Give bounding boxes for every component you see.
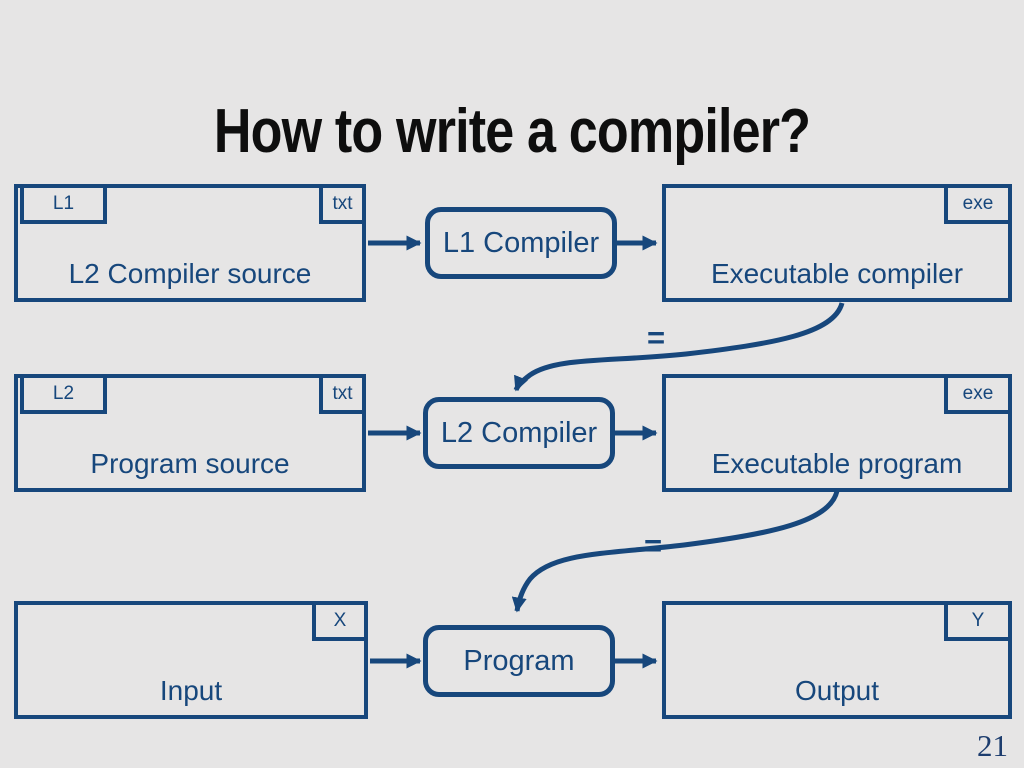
process-label: L2 Compiler <box>440 416 598 449</box>
tab-label: txt <box>332 193 353 214</box>
equals-sign-2: = <box>643 528 663 563</box>
box-l2-compiler-source: L1 txt L2 Compiler source <box>14 184 366 302</box>
tab-language-l1: L1 <box>20 184 107 224</box>
tab-format-txt: txt <box>319 374 366 414</box>
slide-title: How to write a compiler? <box>213 97 811 166</box>
process-label: L1 Compiler <box>442 226 600 259</box>
tab-format-txt: txt <box>319 184 366 224</box>
box-l2-compiler: L2 Compiler <box>423 397 615 469</box>
box-input: X Input <box>14 601 368 719</box>
tab-label: exe <box>962 193 994 214</box>
box-label: Input <box>159 675 223 706</box>
slide-page-number: 21 <box>977 728 1008 763</box>
arrow-executable-program-equals-program <box>511 490 840 613</box>
box-label: Output <box>794 675 880 706</box>
tab-format-exe: exe <box>944 184 1012 224</box>
tab-format-y: Y <box>944 601 1012 641</box>
tab-format-exe: exe <box>944 374 1012 414</box>
box-executable-program: exe Executable program <box>662 374 1012 492</box>
box-label: Executable compiler <box>710 258 964 289</box>
box-label: Executable program <box>711 448 963 479</box>
box-program: Program <box>423 625 615 697</box>
tab-format-x: X <box>312 601 368 641</box>
box-executable-compiler: exe Executable compiler <box>662 184 1012 302</box>
tab-label: L1 <box>52 193 75 214</box>
box-l1-compiler: L1 Compiler <box>425 207 617 279</box>
box-label: L2 Compiler source <box>68 258 312 289</box>
process-label: Program <box>463 644 575 677</box>
equals-sign-1: = <box>646 320 666 355</box>
tab-label: Y <box>971 610 985 631</box>
box-label: Program source <box>90 448 290 479</box>
box-program-source: L2 txt Program source <box>14 374 366 492</box>
tab-label: exe <box>962 383 994 404</box>
tab-label: txt <box>332 383 353 404</box>
tab-label: X <box>333 610 347 631</box>
tab-label: L2 <box>52 383 75 404</box>
box-output: Y Output <box>662 601 1012 719</box>
tab-language-l2: L2 <box>20 374 107 414</box>
